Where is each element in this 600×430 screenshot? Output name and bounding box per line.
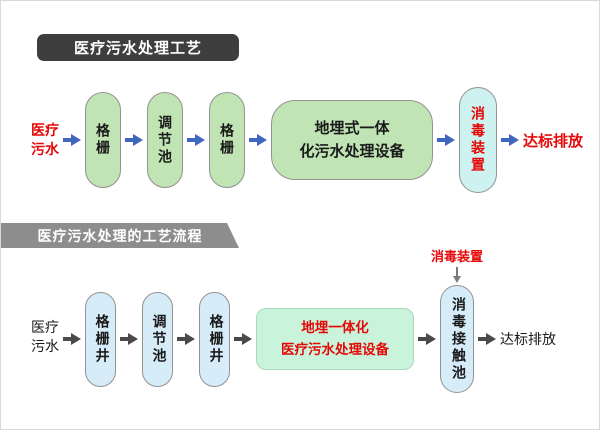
arrow-shaft (234, 337, 242, 341)
regulating-tank-pill: 调节池 (147, 92, 183, 188)
arrow-shaft (187, 138, 195, 142)
arrow-right-icon (120, 333, 138, 345)
top-flow-row: 医疗 污水 格栅 调节池 格栅 地埋式一体 化污水处理设备 消毒装置 (31, 85, 595, 195)
bottom-title: 医疗污水处理的工艺流程 (37, 229, 203, 245)
top-source-label: 医疗 污水 (31, 122, 59, 157)
arrow-head (486, 333, 496, 345)
disinfection-device-label: 消毒装置 (430, 249, 484, 264)
arrow-shaft (63, 337, 71, 341)
arrow-head (128, 333, 138, 345)
arrow-head (445, 134, 455, 146)
arrow-shaft (437, 138, 445, 142)
integrated-equipment-box: 地埋式一体 化污水处理设备 (271, 100, 433, 180)
arrow-right-icon (63, 134, 81, 146)
arrow-right-icon (501, 134, 519, 146)
arrow-head (71, 134, 81, 146)
arrow-head (426, 333, 436, 345)
screen-well-pill-2: 格栅井 (199, 291, 230, 387)
arrow-right-icon (234, 333, 252, 345)
arrow-shaft (249, 138, 257, 142)
integrated-equipment-box-2: 地埋一体化 医疗污水处理设备 (256, 308, 414, 370)
arrow-right-icon (125, 134, 143, 146)
top-title: 医疗污水处理工艺 (73, 40, 202, 57)
screen-pill-2: 格栅 (209, 92, 245, 188)
regulating-tank-label: 调节池 (157, 114, 173, 166)
arrow-right-icon (63, 333, 81, 345)
screen-well-pill-1: 格栅井 (85, 291, 116, 387)
arrow-right-icon (418, 333, 436, 345)
disinfection-contact-pill: 消毒接触池 (440, 285, 474, 393)
bottom-flow-row: 医疗 污水 格栅井 调节池 格栅井 地埋一体化 医疗污水处理设备 消毒装置 (31, 249, 595, 395)
bottom-title-banner: 医疗污水处理的工艺流程 (1, 223, 239, 248)
arrow-shaft (456, 267, 458, 276)
disinfection-device-pill-label: 消毒装置 (470, 106, 486, 174)
top-title-banner: 医疗污水处理工艺 (37, 34, 239, 61)
arrow-shaft (418, 337, 426, 341)
arrow-shaft (478, 337, 486, 341)
arrow-head (195, 134, 205, 146)
arrow-right-icon (177, 333, 195, 345)
arrow-head (453, 276, 461, 283)
screen-pill-2-label: 格栅 (219, 123, 235, 157)
arrow-down-icon (453, 267, 461, 283)
top-output-label: 达标排放 (523, 132, 584, 150)
arrow-shaft (120, 337, 128, 341)
arrow-head (185, 333, 195, 345)
disinfection-device-pill: 消毒装置 (459, 87, 497, 193)
arrow-head (133, 134, 143, 146)
arrow-shaft (177, 337, 185, 341)
arrow-shaft (125, 138, 133, 142)
arrow-head (509, 134, 519, 146)
bottom-output-label: 达标排放 (500, 333, 556, 348)
regulating-tank-pill-2-label: 调节池 (150, 313, 166, 365)
regulating-tank-pill-2: 调节池 (142, 291, 173, 387)
arrow-right-icon (478, 333, 496, 345)
arrow-head (257, 134, 267, 146)
arrow-head (71, 333, 81, 345)
bottom-source-label: 医疗 污水 (31, 321, 59, 355)
arrow-right-icon (249, 134, 267, 146)
contact-pill-group: 消毒装置 消毒接触池 (431, 249, 483, 393)
screen-pill-1-label: 格栅 (95, 123, 111, 157)
arrow-right-icon (187, 134, 205, 146)
arrow-right-icon (437, 134, 455, 146)
arrow-shaft (63, 138, 71, 142)
screen-pill-1: 格栅 (85, 92, 121, 188)
screen-well-pill-2-label: 格栅井 (207, 313, 223, 365)
disinfection-contact-pill-label: 消毒接触池 (450, 296, 465, 382)
screen-well-pill-1-label: 格栅井 (93, 313, 109, 365)
arrow-shaft (501, 138, 509, 142)
arrow-head (242, 333, 252, 345)
